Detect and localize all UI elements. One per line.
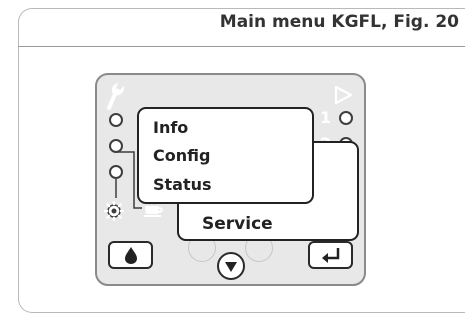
enter-key-button[interactable] bbox=[308, 241, 353, 269]
indicator-number-1: 1 bbox=[320, 108, 332, 127]
drop-key-button[interactable] bbox=[108, 241, 153, 269]
figure-frame bbox=[18, 8, 465, 313]
connector-lines bbox=[115, 151, 142, 209]
drop-icon bbox=[125, 247, 137, 264]
enter-icon bbox=[322, 248, 340, 263]
menu-item-service[interactable]: Service bbox=[202, 214, 273, 234]
status-led-left-1 bbox=[109, 113, 123, 127]
gear-icon bbox=[104, 201, 124, 221]
menu-item-info[interactable]: Info bbox=[153, 118, 189, 137]
main-menu-card bbox=[137, 107, 314, 204]
down-arrow-button[interactable] bbox=[217, 252, 245, 280]
status-led-right-1 bbox=[339, 111, 353, 125]
menu-item-config[interactable]: Config bbox=[153, 146, 211, 165]
title-divider bbox=[18, 46, 465, 47]
status-led-left-3 bbox=[109, 165, 123, 179]
wrench-icon bbox=[107, 83, 125, 110]
menu-item-status[interactable]: Status bbox=[153, 175, 212, 194]
down-arrow-icon bbox=[225, 262, 237, 272]
play-triangle-icon bbox=[334, 85, 353, 105]
figure-title: Main menu KGFL, Fig. 20 bbox=[219, 12, 459, 32]
